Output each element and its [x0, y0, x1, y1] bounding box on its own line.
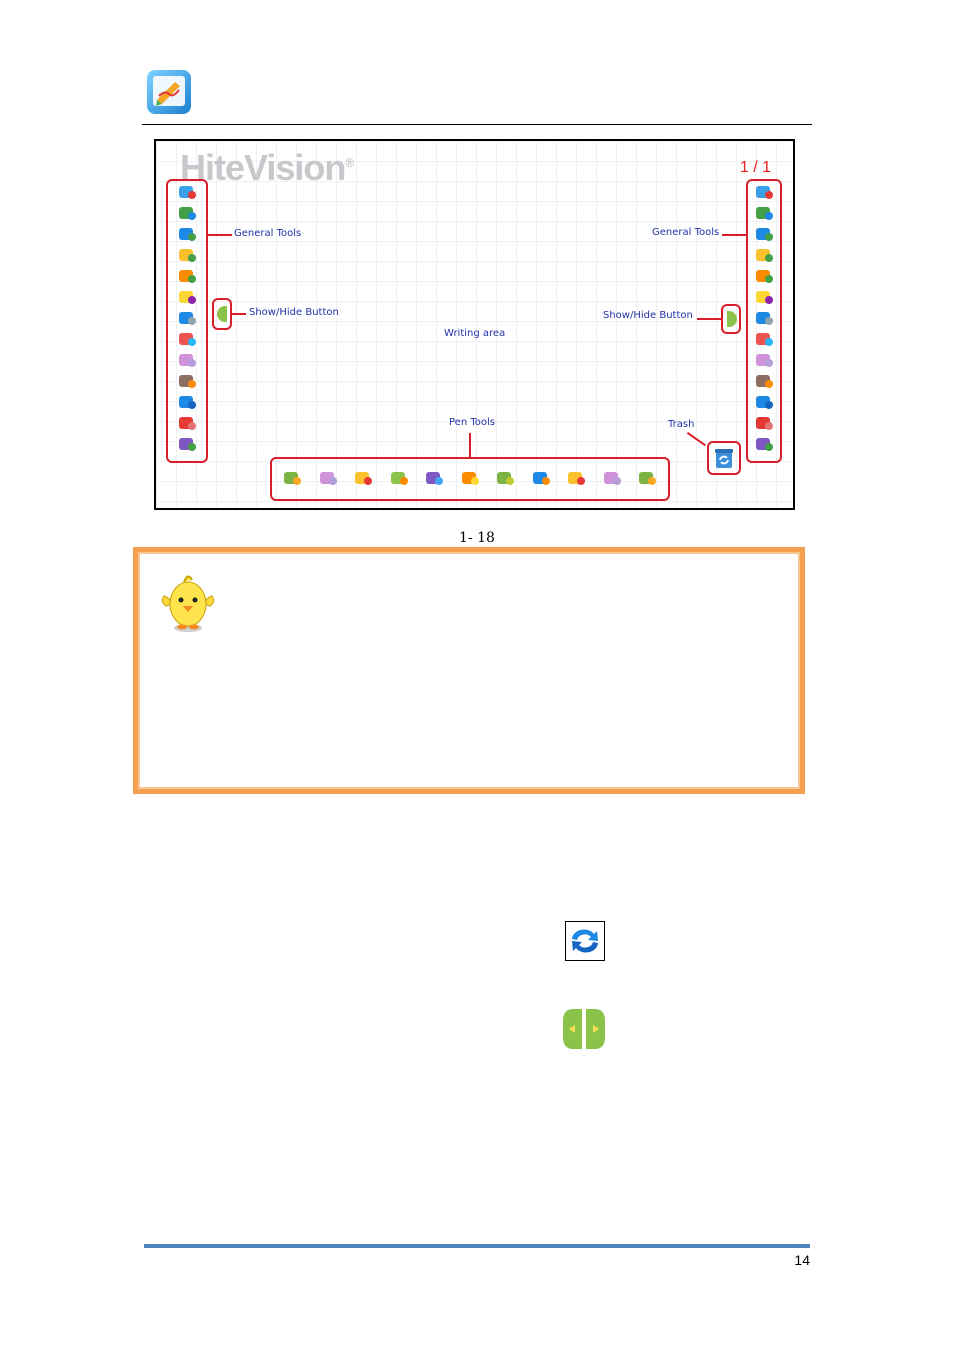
show-hide-left-icon	[217, 306, 227, 322]
hammer-tool-icon[interactable]	[754, 372, 774, 390]
callout-show-hide-right: Show/Hide Button	[603, 310, 693, 321]
page-list-icon[interactable]	[177, 267, 197, 285]
header-rule	[142, 124, 812, 125]
figure-caption: 1- 18	[459, 530, 495, 546]
tip-box-inner	[138, 552, 800, 789]
palette-icon[interactable]	[353, 469, 373, 487]
undo-icon[interactable]	[754, 414, 774, 432]
eraser-icon[interactable]	[602, 469, 622, 487]
add-page-icon[interactable]	[754, 246, 774, 264]
general-tools-right	[746, 179, 782, 463]
trash-button[interactable]	[707, 441, 741, 475]
pen-tools-bar	[270, 457, 670, 501]
callout-general-tools-left: General Tools	[234, 228, 302, 239]
hammer-tool-icon[interactable]	[177, 372, 197, 390]
general-tools-left	[166, 179, 208, 463]
eraser-pink-icon[interactable]	[177, 330, 197, 348]
refresh-icon[interactable]	[754, 393, 774, 411]
list-icon[interactable]	[754, 204, 774, 222]
show-hide-button-left[interactable]	[212, 298, 232, 330]
refresh-icon[interactable]	[177, 393, 197, 411]
image-gallery-icon[interactable]	[177, 309, 197, 327]
palette-icon[interactable]	[566, 469, 586, 487]
show-hide-right-icon	[727, 311, 737, 327]
footer-rule	[144, 1244, 810, 1248]
callout-pen-tools: Pen Tools	[449, 417, 495, 428]
image-gallery-icon[interactable]	[754, 309, 774, 327]
marker-orange-icon[interactable]	[460, 469, 480, 487]
show-hide-toggle-icon	[561, 1007, 607, 1055]
brush-green-icon[interactable]	[389, 469, 409, 487]
show-hide-button-right[interactable]	[721, 304, 741, 334]
callout-show-hide-left: Show/Hide Button	[249, 307, 339, 318]
figure-screenshot: HiteVision® 1 / 1 General Tools Show/Hid…	[154, 139, 795, 510]
page-indicator: 1 / 1	[739, 159, 771, 176]
home-icon[interactable]	[754, 183, 774, 201]
page-list-icon[interactable]	[754, 267, 774, 285]
pen-settings-icon[interactable]	[754, 435, 774, 453]
star-icon[interactable]	[754, 288, 774, 306]
settings-list-icon[interactable]	[754, 225, 774, 243]
settings-list-icon[interactable]	[177, 225, 197, 243]
chick-mascot-icon	[160, 570, 216, 638]
eraser-block-icon[interactable]	[177, 351, 197, 369]
pen-blue-icon[interactable]	[531, 469, 551, 487]
callout-trash: Trash	[668, 419, 695, 430]
brand-logo: HiteVision®	[180, 147, 354, 188]
eraser-icon[interactable]	[318, 469, 338, 487]
whiteboard-app-icon	[145, 68, 193, 116]
brush-cup-icon[interactable]	[282, 469, 302, 487]
add-page-icon[interactable]	[177, 246, 197, 264]
star-icon[interactable]	[177, 288, 197, 306]
eraser-block-icon[interactable]	[754, 351, 774, 369]
list-icon[interactable]	[177, 204, 197, 222]
eraser-pink-icon[interactable]	[754, 330, 774, 348]
pen-purple-icon[interactable]	[424, 469, 444, 487]
pen-settings-icon[interactable]	[177, 435, 197, 453]
page-number: 14	[794, 1252, 810, 1268]
callout-general-tools-right: General Tools	[652, 227, 720, 238]
tip-box	[133, 547, 805, 794]
undo-icon[interactable]	[177, 414, 197, 432]
recycle-bin-icon	[713, 447, 735, 473]
brush-cup-icon[interactable]	[637, 469, 657, 487]
refresh-icon	[565, 921, 605, 961]
home-icon[interactable]	[177, 183, 197, 201]
callout-writing-area: Writing area	[444, 328, 506, 339]
pen-green-icon[interactable]	[495, 469, 515, 487]
